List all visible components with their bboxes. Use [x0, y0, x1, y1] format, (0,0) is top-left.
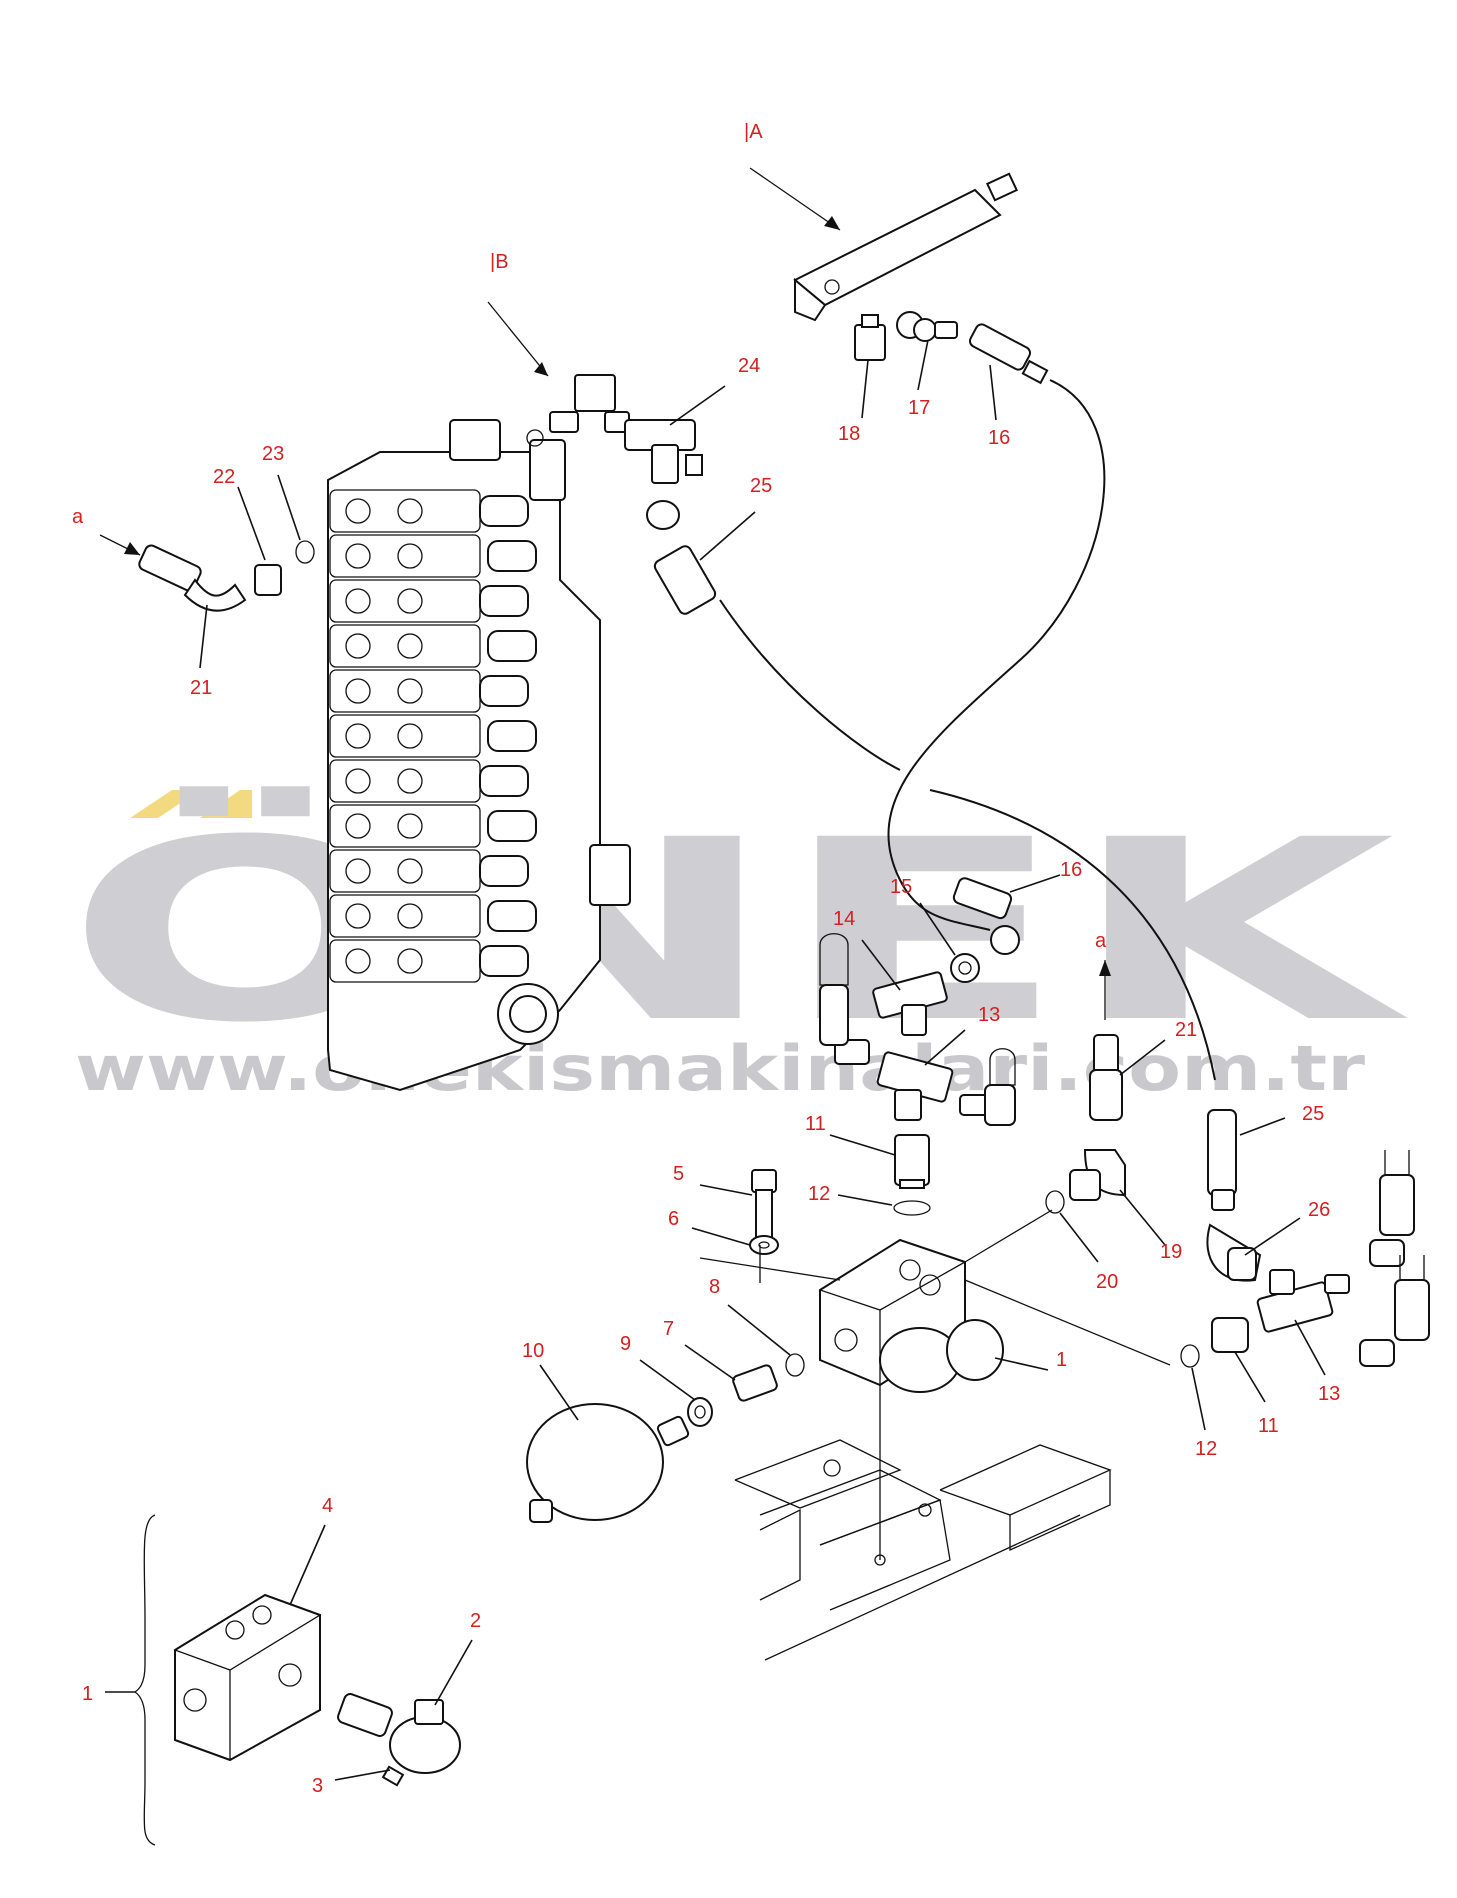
oring-12-lower	[1180, 1344, 1200, 1368]
flow-marker-right: a	[1095, 930, 1107, 952]
valve-section	[329, 669, 529, 713]
callout-4: 4	[322, 1495, 333, 1517]
fitting-16-top	[968, 323, 1049, 385]
callout-9: 9	[620, 1333, 631, 1355]
callout-21-right: 21	[1175, 1019, 1197, 1041]
callout-25-top: 25	[750, 475, 772, 497]
cross-13-lower	[1256, 1150, 1430, 1367]
valve-section	[329, 804, 537, 848]
right-hose-25	[1207, 1109, 1237, 1211]
callout-23: 23	[262, 443, 284, 465]
callout-26: 26	[1308, 1199, 1330, 1221]
callout-12-upper: 12	[808, 1183, 830, 1205]
detail-view	[133, 1514, 461, 1846]
right-tube-21	[1089, 960, 1123, 1121]
valve-section	[329, 759, 529, 803]
callout-21-left: 21	[190, 677, 212, 699]
hose-left-s	[719, 599, 901, 771]
hose-end-25-top	[646, 500, 717, 615]
leader-lines	[105, 339, 1326, 1781]
callout-5: 5	[673, 1163, 684, 1185]
valve-section	[329, 534, 537, 578]
flow-marker-left: a	[72, 506, 84, 528]
callout-16-top: 16	[988, 427, 1010, 449]
elbow-19	[1069, 1149, 1126, 1201]
washer-6	[749, 1235, 779, 1255]
oring-20	[1045, 1190, 1065, 1214]
callout-19: 19	[1160, 1241, 1182, 1263]
adapter-11-lower	[1211, 1317, 1249, 1353]
hoses	[719, 379, 1216, 1081]
elbow-26	[1206, 1223, 1262, 1282]
oring-12-upper	[893, 1200, 931, 1216]
valve-section	[329, 894, 537, 938]
adapter-11-upper	[894, 1134, 930, 1189]
watermark-accent-right	[200, 790, 252, 818]
callout-22: 22	[213, 466, 235, 488]
callout-13-lower: 13	[1318, 1383, 1340, 1405]
callout-labels: |A |B a a 24 25 18 17 16 22 23 21 16 15 …	[72, 121, 1340, 1797]
watermark-url: www.onekismakinalari.com.tr	[75, 1032, 1366, 1105]
detail-bracket	[133, 1514, 156, 1846]
callout-25-right: 25	[1302, 1103, 1324, 1125]
cross-13-upper	[819, 933, 1016, 1126]
valve-section	[329, 939, 529, 983]
callout-15: 15	[890, 876, 912, 898]
oring-8	[785, 1353, 805, 1377]
callout-1-main: 1	[1056, 1349, 1067, 1371]
left-hose-assembly	[99, 534, 315, 612]
control-valve-stack	[327, 419, 631, 1092]
watermark-accent-left	[130, 790, 200, 818]
hose-right-long	[929, 789, 1216, 1081]
chassis-frame	[734, 1439, 1112, 1661]
callout-17: 17	[908, 397, 930, 419]
valve-section	[329, 849, 529, 893]
callout-2: 2	[470, 1610, 481, 1632]
callout-3: 3	[312, 1775, 323, 1797]
callout-8: 8	[709, 1276, 720, 1298]
fitting-15	[950, 953, 980, 983]
accumulator-10	[526, 1403, 690, 1523]
fitting-7	[732, 1364, 778, 1402]
valve-section	[329, 624, 537, 668]
callout-10: 10	[522, 1340, 544, 1362]
callout-13-upper: 13	[978, 1004, 1000, 1026]
callout-12-lower: 12	[1195, 1438, 1217, 1460]
fitting-16-mid	[952, 877, 1020, 955]
view-label-a: |A	[744, 121, 763, 143]
view-label-b: |B	[490, 251, 509, 273]
callout-11-upper: 11	[805, 1113, 826, 1135]
tee-14	[872, 971, 948, 1036]
callout-14: 14	[833, 908, 855, 930]
valve-section	[329, 714, 537, 758]
callout-1-detail: 1	[82, 1683, 93, 1705]
tee-24	[624, 419, 703, 484]
hose-upper-s	[887, 379, 1106, 931]
callout-16-mid: 16	[1060, 859, 1082, 881]
valve-section	[329, 489, 529, 533]
valve-section	[329, 579, 529, 623]
washer-9	[687, 1397, 713, 1427]
watermark: ÖNEK www.onekismakinalari.com.tr	[65, 786, 1409, 1105]
callout-20: 20	[1096, 1271, 1118, 1293]
callout-11-lower: 11	[1258, 1415, 1279, 1437]
watermark-brand: ÖNEK	[65, 786, 1409, 1077]
fitting-17	[896, 311, 958, 342]
callout-24: 24	[738, 355, 760, 377]
callout-7: 7	[663, 1318, 674, 1340]
callout-6: 6	[668, 1208, 679, 1230]
bolt-5	[751, 1169, 777, 1239]
fitting-18	[854, 314, 886, 361]
fitting-b-block	[487, 301, 630, 447]
cylinder-assembly	[749, 167, 1019, 322]
valve-block-1	[699, 1209, 1171, 1560]
callout-18: 18	[838, 423, 860, 445]
